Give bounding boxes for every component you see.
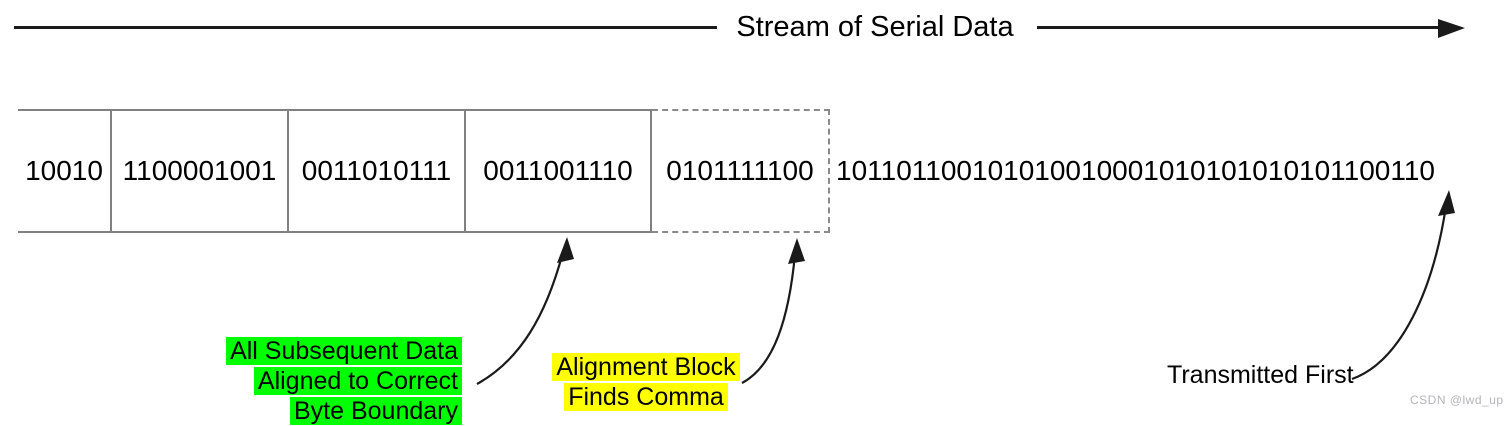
- diagram-title: Stream of Serial Data: [736, 11, 1014, 43]
- stream-line-right: [1037, 26, 1439, 29]
- annotation-aligned-line3: Byte Boundary: [290, 397, 462, 425]
- bit-block-2: 1100001001: [112, 109, 289, 233]
- alignment-block-dashed: 0101111100: [652, 109, 830, 233]
- annotation-aligned-data: All Subsequent Data Aligned to Correct B…: [160, 336, 462, 426]
- unframed-serial-bits: 101101100101010010001010101010101100110: [836, 155, 1436, 186]
- watermark-text: CSDN @lwd_up: [1410, 393, 1504, 407]
- alignment-block-arrowhead-icon: [788, 238, 805, 264]
- annotation-transmitted-first: Transmitted First: [1167, 361, 1354, 389]
- annotation-comma-line2: Finds Comma: [564, 383, 728, 411]
- transmitted-first-arrow: [1351, 205, 1448, 381]
- bit-block-row: 10010 1100001001 0011010111 0011001110 0…: [18, 109, 830, 233]
- comma-alignment-diagram: Stream of Serial Data 10010 1100001001 0…: [14, 11, 1504, 425]
- transmitted-first-arrowhead-icon: [1438, 190, 1455, 216]
- annotation-comma-line1: Alignment Block: [552, 353, 740, 381]
- bit-block-1: 10010: [18, 109, 112, 233]
- annotation-aligned-line2: Aligned to Correct: [253, 367, 462, 395]
- annotation-alignment-block: Alignment Block Finds Comma: [496, 352, 796, 412]
- bit-block-4: 0011001110: [466, 109, 652, 233]
- annotation-aligned-line1: All Subsequent Data: [226, 337, 462, 365]
- bit-block-3: 0011010111: [289, 109, 466, 233]
- aligned-data-arrowhead-icon: [557, 237, 574, 263]
- stream-arrowhead-icon: [1438, 19, 1465, 38]
- stream-line-left: [14, 26, 717, 29]
